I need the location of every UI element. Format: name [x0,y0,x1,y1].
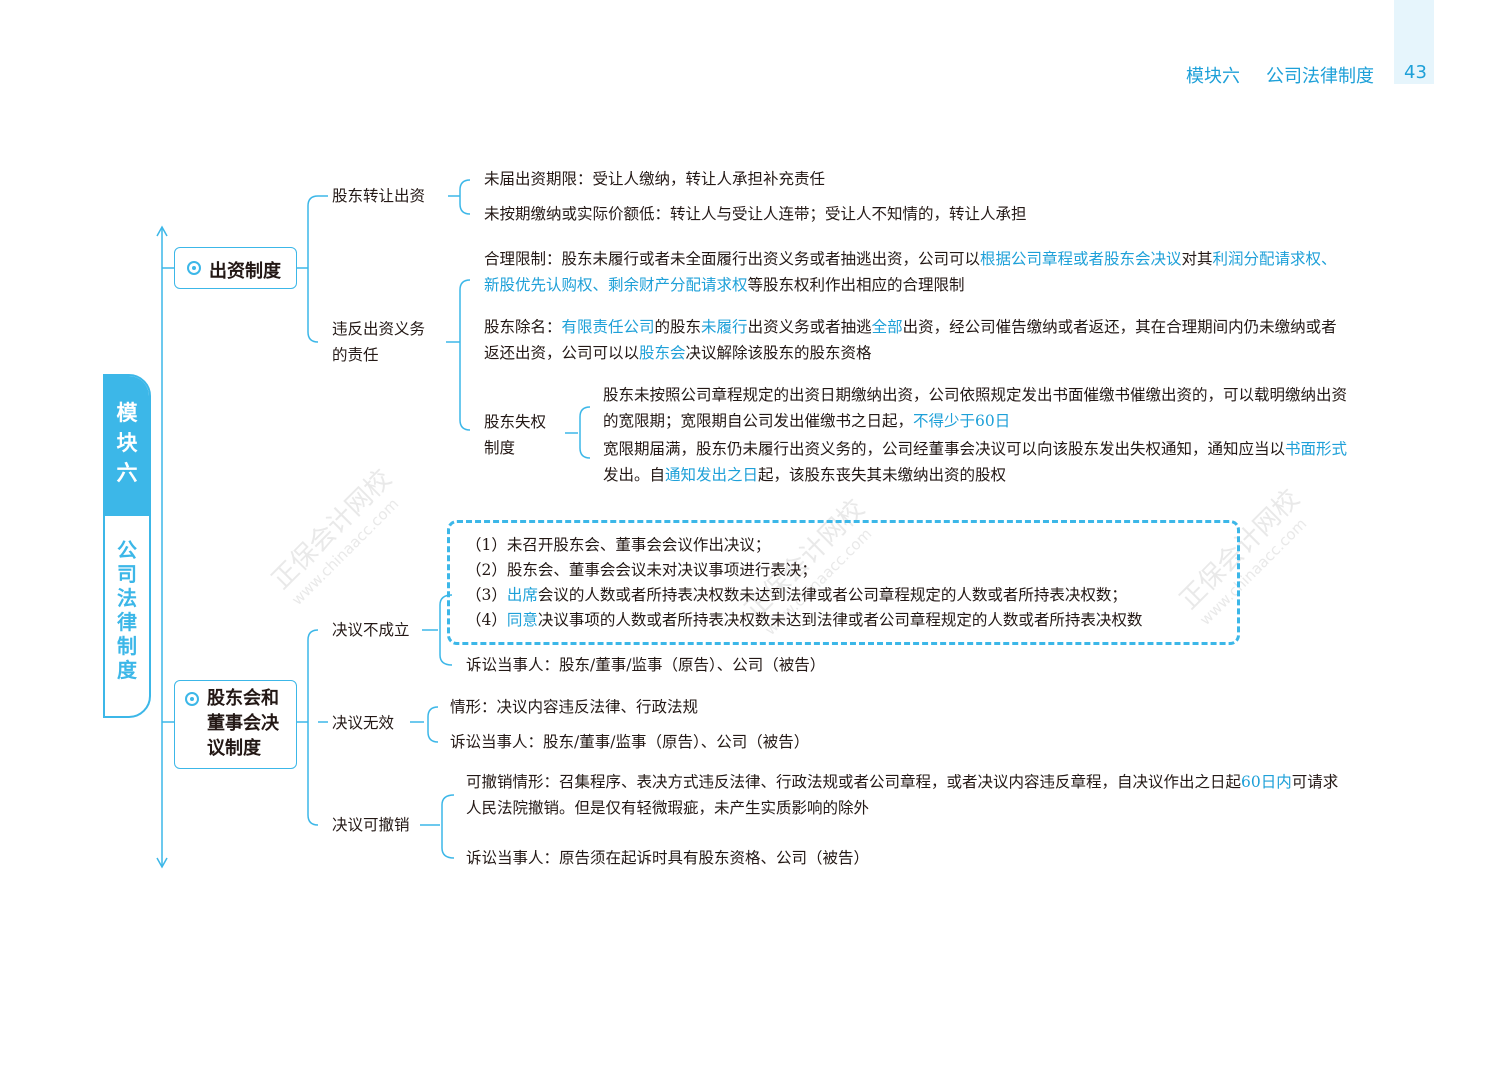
forfeit-p2-line1: 宽限期届满，股东仍未履行出资义务的，公司经董事会决议可以向该股东发出失权通知，通… [603,440,1348,458]
side-module-label: 模 块 六 [105,376,149,516]
condition-1: （1）未召开股东会、董事会会议作出决议； [466,536,771,554]
node-invalid: 决议无效 [332,714,395,732]
forfeit-p1-line1: 股东未按照公司章程规定的出资日期缴纳出资，公司依照规定发出书面催缴书催缴出资的，… [603,386,1348,404]
not-formed-parties: 诉讼当事人：股东/董事/监事（原告）、公司（被告） [466,656,826,674]
condition-2: （2）股东会、董事会会议未对决议事项进行表决； [466,561,817,579]
node-violation-line1: 违反出资义务 [332,320,426,338]
node-equity-transfer: 股东转让出资 [332,187,426,205]
removal-line2: 返还出资，公司可以以股东会决议解除该股东的股东资格 [484,344,872,362]
revocable-line2: 人民法院撤销。但是仅有轻微瑕疵，未产生实质影响的除外 [466,799,870,817]
node-revocable: 决议可撤销 [332,816,410,834]
invalid-situation: 情形：决议内容违反法律、行政法规 [450,698,699,716]
node-violation-line2: 的责任 [332,346,379,364]
reasonable-limit-line2: 新股优先认购权、剩余财产分配请求权等股东权利作出相应的合理限制 [484,276,965,294]
not-formed-conditions-box [447,520,1240,645]
transfer-item-1: 未届出资期限：受让人缴纳，转让人承担补充责任 [484,170,826,188]
condition-3: （3）出席会议的人数或者所持表决权数未达到法律或者公司章程规定的人数或者所持表决… [466,586,1127,604]
removal-line1: 股东除名：有限责任公司的股东未履行出资义务或者抽逃全部出资，经公司催告缴纳或者返… [484,318,1337,336]
revocable-line1: 可撤销情形：召集程序、表决方式违反法律、行政法规或者公司章程，或者决议内容违反章… [466,773,1339,791]
module-side-tab: 模 块 六 公 司 法 律 制 度 [103,374,151,718]
header-chapter: 公司法律制度 [1266,66,1374,87]
header-accent-strip [1394,0,1434,84]
header-module: 模块六 [1186,66,1240,87]
page-number: 43 [1404,62,1427,83]
forfeit-p1-line2: 的宽限期；宽限期自公司发出催缴书之日起，不得少于60日 [603,412,1011,430]
node-forfeit-line1: 股东失权 [484,413,547,431]
section-resolution-system: 股东会和 董事会决 议制度 [174,680,297,769]
target-icon [187,261,201,275]
condition-4: （4）同意决议事项的人数或者所持表决权数未达到法律或者公司章程规定的人数或者所持… [466,611,1143,629]
side-chapter-label: 公 司 法 律 制 度 [117,538,137,682]
revocable-parties: 诉讼当事人：原告须在起诉时具有股东资格、公司（被告） [466,849,870,867]
target-icon [185,692,199,706]
section-investment-system: 出资制度 [174,247,297,289]
invalid-parties: 诉讼当事人：股东/董事/监事（原告）、公司（被告） [450,733,810,751]
forfeit-p2-line2: 发出。自通知发出之日起，该股东丧失其未缴纳出资的股权 [603,466,1007,484]
node-not-formed: 决议不成立 [332,621,410,639]
node-forfeit-line2: 制度 [484,439,516,457]
transfer-item-2: 未按期缴纳或实际价额低：转让人与受让人连带；受让人不知情的，转让人承担 [484,205,1027,223]
reasonable-limit-line1: 合理限制：股东未履行或者未全面履行出资义务或者抽逃出资，公司可以根据公司章程或者… [484,250,1337,268]
